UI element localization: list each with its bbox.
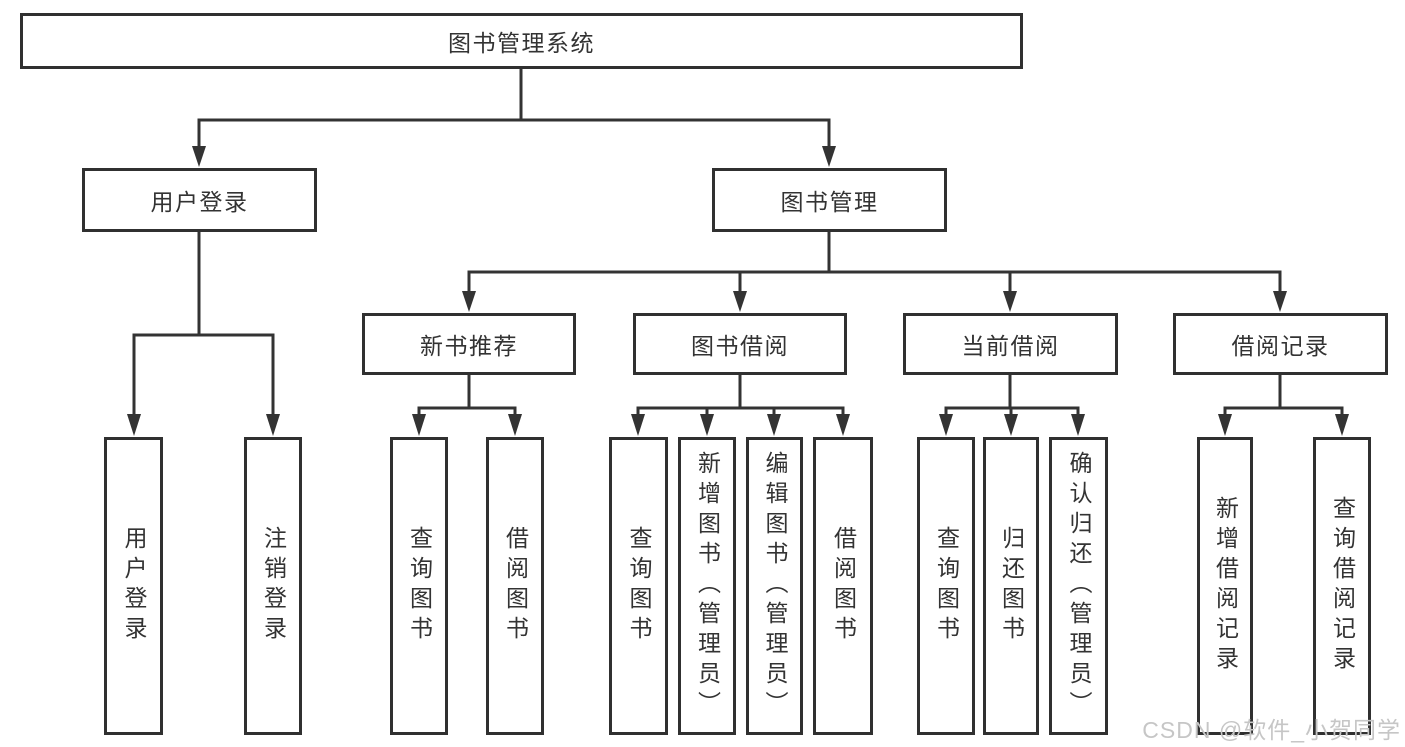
- node-label: 查询图书: [626, 526, 652, 646]
- arrowheads: [127, 146, 1349, 436]
- node-borrowing-records: 借阅记录: [1173, 313, 1388, 375]
- leaf-return-books: 归还图书: [983, 437, 1039, 735]
- leaf-edit-books-admin: 编辑图书（管理员）: [746, 437, 803, 735]
- node-label: 图书管理系统: [448, 30, 595, 56]
- node-label: 查询借阅记录: [1329, 496, 1356, 676]
- connector-current-borrow-to-leaves: [944, 375, 1080, 416]
- leaf-query-borrow-record: 查询借阅记录: [1313, 437, 1371, 735]
- node-label: 注销登录: [260, 526, 287, 646]
- leaf-add-borrow-record: 新增借阅记录: [1197, 437, 1253, 735]
- node-label: 图书管理: [780, 189, 879, 215]
- connector-root-to-level2: [197, 69, 831, 147]
- node-label: 借阅图书: [502, 526, 529, 646]
- leaf-logout: 注销登录: [244, 437, 302, 735]
- leaf-borrow-books-2: 借阅图书: [813, 437, 873, 735]
- node-label: 当前借阅: [961, 333, 1060, 359]
- connector-borrow-records-to-leaves: [1223, 375, 1344, 416]
- node-label: 归还图书: [998, 526, 1025, 646]
- node-label: 新增借阅记录: [1212, 496, 1239, 676]
- node-label: 图书借阅: [691, 333, 789, 359]
- node-label: 编辑图书（管理员）: [762, 451, 788, 721]
- leaf-confirm-return-admin: 确认归还（管理员）: [1049, 437, 1108, 735]
- node-new-book-recommendation: 新书推荐: [362, 313, 576, 375]
- node-user-login: 用户登录: [82, 168, 317, 232]
- connector-new-book-to-leaves: [417, 375, 517, 416]
- leaf-add-books-admin: 新增图书（管理员）: [678, 437, 736, 735]
- node-label: 确认归还（管理员）: [1066, 451, 1092, 721]
- leaf-query-books-1: 查询图书: [390, 437, 448, 735]
- connector-book-borrow-to-leaves: [636, 375, 845, 416]
- node-current-borrowing: 当前借阅: [903, 313, 1118, 375]
- connector-book-management-to-level3: [467, 232, 1282, 292]
- node-book-borrowing: 图书借阅: [633, 313, 847, 375]
- node-library-system: 图书管理系统: [20, 13, 1023, 69]
- node-label: 用户登录: [121, 526, 147, 646]
- node-label: 查询图书: [406, 526, 433, 646]
- node-label: 借阅图书: [830, 526, 857, 646]
- leaf-query-books-2: 查询图书: [609, 437, 668, 735]
- leaf-user-login: 用户登录: [104, 437, 163, 735]
- leaf-borrow-books-1: 借阅图书: [486, 437, 544, 735]
- node-book-management: 图书管理: [712, 168, 947, 232]
- node-label: 借阅记录: [1231, 333, 1330, 359]
- node-label: 新增图书（管理员）: [694, 451, 721, 721]
- node-label: 用户登录: [150, 189, 249, 215]
- leaf-query-books-3: 查询图书: [917, 437, 975, 735]
- node-label: 查询图书: [933, 526, 960, 646]
- node-label: 新书推荐: [420, 333, 518, 359]
- csdn-watermark: CSDN @软件_小贺同学: [1142, 717, 1401, 743]
- connector-user-login-to-leaves: [132, 232, 275, 416]
